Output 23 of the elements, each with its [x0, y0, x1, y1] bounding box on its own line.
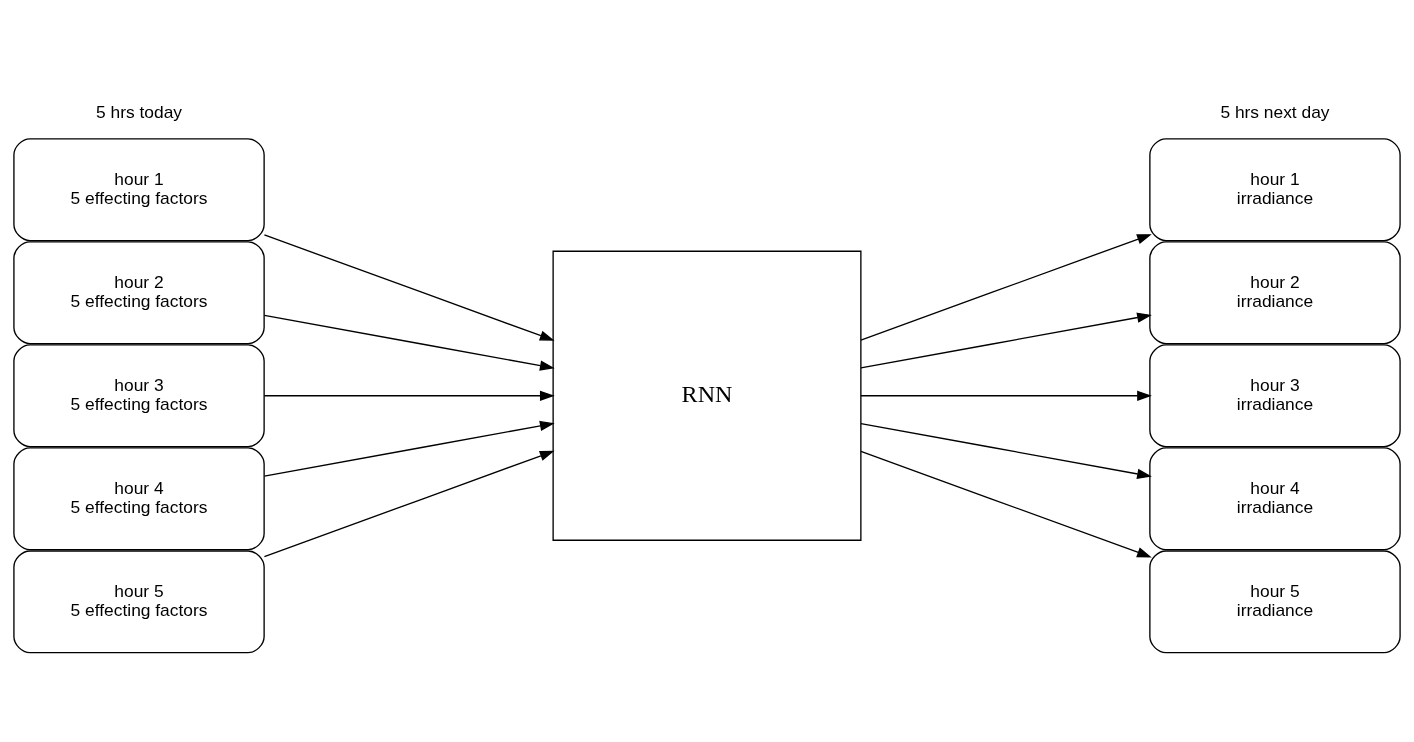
arrow	[263, 234, 555, 341]
node-box: hour 4 5 effecting factors	[13, 447, 265, 551]
node-box: hour 5 irradiance	[1149, 550, 1401, 654]
label: 5 hrs next day	[1220, 101, 1330, 122]
node-box: hour 1 5 effecting factors	[13, 138, 265, 242]
node-box: hour 2 irradiance	[1149, 241, 1401, 345]
node-box: hour 4 irradiance	[1149, 447, 1401, 551]
arrow	[860, 422, 1152, 479]
node-box: hour 3 5 effecting factors	[13, 344, 265, 448]
arrow	[263, 420, 555, 477]
arrow	[860, 390, 1152, 401]
label: 5 hrs today	[96, 101, 183, 122]
arrow	[860, 312, 1152, 369]
arrow	[263, 314, 555, 371]
arrow	[860, 450, 1152, 558]
arrow	[263, 390, 555, 401]
node-box: hour 3 irradiance	[1149, 344, 1401, 448]
node-box: hour 1 irradiance	[1149, 138, 1401, 242]
node-box: hour 5 5 effecting factors	[13, 550, 265, 654]
arrow	[860, 234, 1152, 341]
node-box: hour 2 5 effecting factors	[13, 241, 265, 345]
node-box: RNN	[552, 250, 862, 541]
arrow	[263, 450, 555, 558]
